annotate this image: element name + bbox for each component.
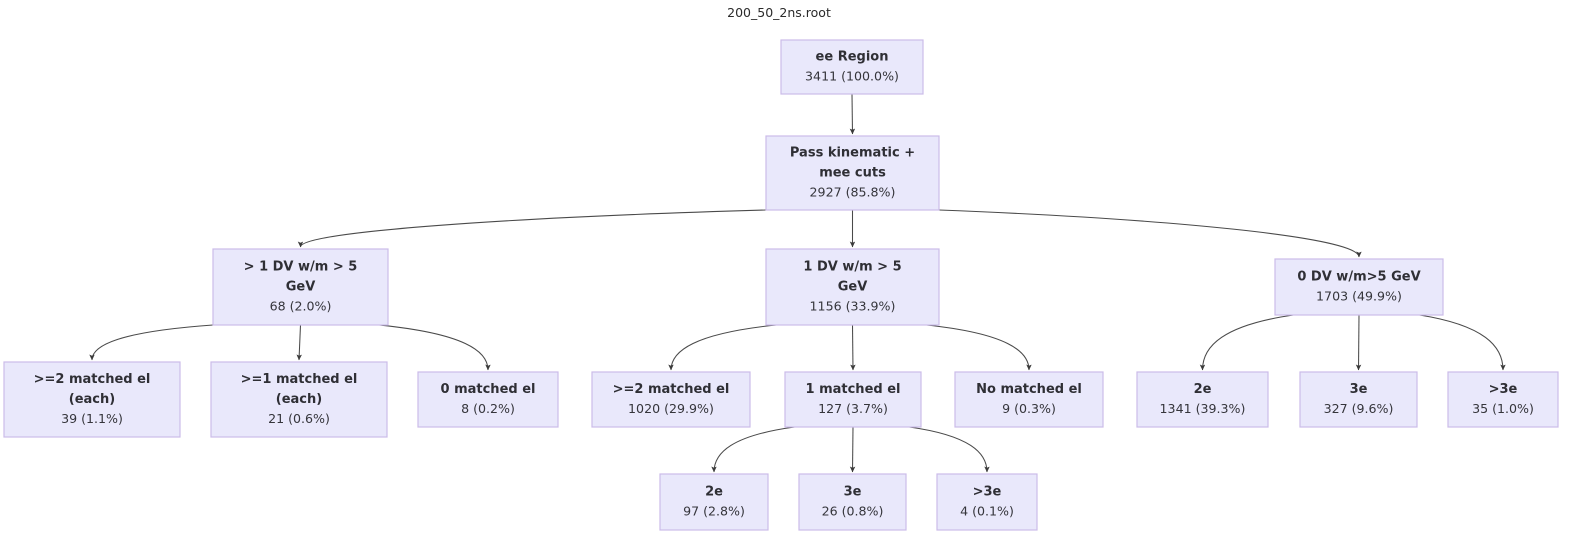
flow-edge: [849, 426, 856, 473]
flow-node-onedv_ge2_el[interactable]: >=2 matched el 1020 (29.9%): [591, 371, 751, 428]
node-box[interactable]: [780, 39, 924, 95]
node-label: >=2 matched el: [613, 382, 730, 397]
flow-edge: [296, 324, 302, 361]
flow-node-one_dv[interactable]: 1 DV w/m > 5 GeV 1156 (33.9%): [765, 248, 940, 326]
node-label: >3e: [973, 485, 1002, 500]
node-box[interactable]: [936, 473, 1038, 531]
edges-layer: [89, 93, 1506, 473]
flow-edge: [668, 324, 777, 371]
node-box[interactable]: [417, 371, 559, 428]
node-count: 26 (0.8%): [822, 504, 884, 519]
node-label-line2: mee cuts: [819, 166, 886, 181]
node-label-line1: >=1 matched el: [241, 372, 358, 387]
node-box[interactable]: [212, 248, 389, 326]
flow-edge: [89, 324, 214, 361]
flow-node-onedv1el_2e[interactable]: 2e 97 (2.8%): [659, 473, 769, 531]
node-box[interactable]: [659, 473, 769, 531]
node-box[interactable]: [1447, 371, 1559, 428]
flow-node-ee_region[interactable]: ee Region 3411 (100.0%): [780, 39, 924, 95]
node-box[interactable]: [1274, 258, 1444, 316]
flow-edge: [297, 209, 767, 248]
flow-node-onedv_no_el[interactable]: No matched el 9 (0.3%): [954, 371, 1104, 428]
flow-node-zero_dv[interactable]: 0 DV w/m>5 GeV 1703 (49.9%): [1274, 258, 1444, 316]
node-box[interactable]: [1299, 371, 1418, 428]
node-count: 21 (0.6%): [268, 411, 330, 426]
node-count: 97 (2.8%): [683, 504, 745, 519]
node-count: 127 (3.7%): [818, 401, 888, 416]
flow-node-gt1dv_ge2_el[interactable]: >=2 matched el (each) 39 (1.1%): [3, 361, 181, 438]
node-box[interactable]: [3, 361, 181, 438]
node-label-line1: Pass kinematic +: [790, 146, 915, 161]
node-label: 2e: [705, 485, 723, 500]
node-count: 1156 (33.9%): [810, 299, 896, 314]
flow-node-zerodv_3e[interactable]: 3e 327 (9.6%): [1299, 371, 1418, 428]
node-label: ee Region: [816, 50, 889, 65]
node-count: 9 (0.3%): [1002, 401, 1056, 416]
node-count: 1703 (49.9%): [1316, 289, 1402, 304]
node-count: 2927 (85.8%): [810, 185, 896, 200]
node-label-line2: GeV: [838, 280, 868, 295]
node-box[interactable]: [798, 473, 907, 531]
node-label: >3e: [1489, 382, 1518, 397]
flow-edge: [850, 324, 856, 371]
node-box[interactable]: [765, 135, 940, 211]
flow-node-pass_cuts[interactable]: Pass kinematic + mee cuts 2927 (85.8%): [765, 135, 940, 211]
node-count: 39 (1.1%): [61, 411, 123, 426]
flow-edge: [1419, 314, 1506, 371]
flow-edge: [711, 426, 795, 473]
node-label: No matched el: [976, 382, 1082, 397]
flow-edge: [379, 324, 491, 371]
node-box[interactable]: [784, 371, 922, 428]
node-label: 1 matched el: [806, 382, 901, 397]
flow-edge: [938, 209, 1362, 258]
flow-node-onedv1el_gt3e[interactable]: >3e 4 (0.1%): [936, 473, 1038, 531]
node-label-line1: 1 DV w/m > 5: [803, 260, 901, 275]
node-count: 68 (2.0%): [270, 299, 332, 314]
node-count: 35 (1.0%): [1472, 401, 1534, 416]
node-box[interactable]: [954, 371, 1104, 428]
node-label: 2e: [1194, 382, 1212, 397]
node-label-line2: (each): [69, 392, 115, 407]
node-label: 3e: [1350, 382, 1368, 397]
flow-node-gt1dv_zero_el[interactable]: 0 matched el 8 (0.2%): [417, 371, 559, 428]
flow-edge: [849, 93, 856, 135]
node-count: 8 (0.2%): [461, 401, 515, 416]
flow-edge: [909, 426, 990, 473]
flow-node-zerodv_gt3e[interactable]: >3e 35 (1.0%): [1447, 371, 1559, 428]
node-count: 3411 (100.0%): [805, 69, 899, 84]
node-label-line2: (each): [276, 392, 322, 407]
node-label-line1: >=2 matched el: [34, 372, 151, 387]
node-label-line1: > 1 DV w/m > 5: [244, 260, 358, 275]
node-box[interactable]: [210, 361, 388, 438]
node-box[interactable]: [1136, 371, 1269, 428]
flow-node-gt1_dv[interactable]: > 1 DV w/m > 5 GeV 68 (2.0%): [212, 248, 389, 326]
flow-edge: [1199, 314, 1294, 371]
flow-node-onedv_one_el[interactable]: 1 matched el 127 (3.7%): [784, 371, 922, 428]
flow-node-zerodv_2e[interactable]: 2e 1341 (39.3%): [1136, 371, 1269, 428]
nodes-layer: ee Region 3411 (100.0%) Pass kinematic + me…: [3, 39, 1559, 531]
node-count: 327 (9.6%): [1324, 401, 1394, 416]
node-box[interactable]: [591, 371, 751, 428]
node-count: 4 (0.1%): [960, 504, 1014, 519]
flow-edge: [1355, 314, 1362, 371]
page-title: 200_50_2ns.root: [727, 5, 831, 20]
flow-edge: [926, 324, 1032, 371]
node-label: 0 DV w/m>5 GeV: [1297, 270, 1420, 285]
flow-node-onedv1el_3e[interactable]: 3e 26 (0.8%): [798, 473, 907, 531]
node-count: 1341 (39.3%): [1160, 401, 1246, 416]
node-box[interactable]: [765, 248, 940, 326]
node-label-line2: GeV: [286, 280, 316, 295]
node-label: 3e: [844, 485, 862, 500]
node-count: 1020 (29.9%): [628, 401, 714, 416]
flow-node-gt1dv_ge1_el[interactable]: >=1 matched el (each) 21 (0.6%): [210, 361, 388, 438]
node-label: 0 matched el: [441, 382, 536, 397]
